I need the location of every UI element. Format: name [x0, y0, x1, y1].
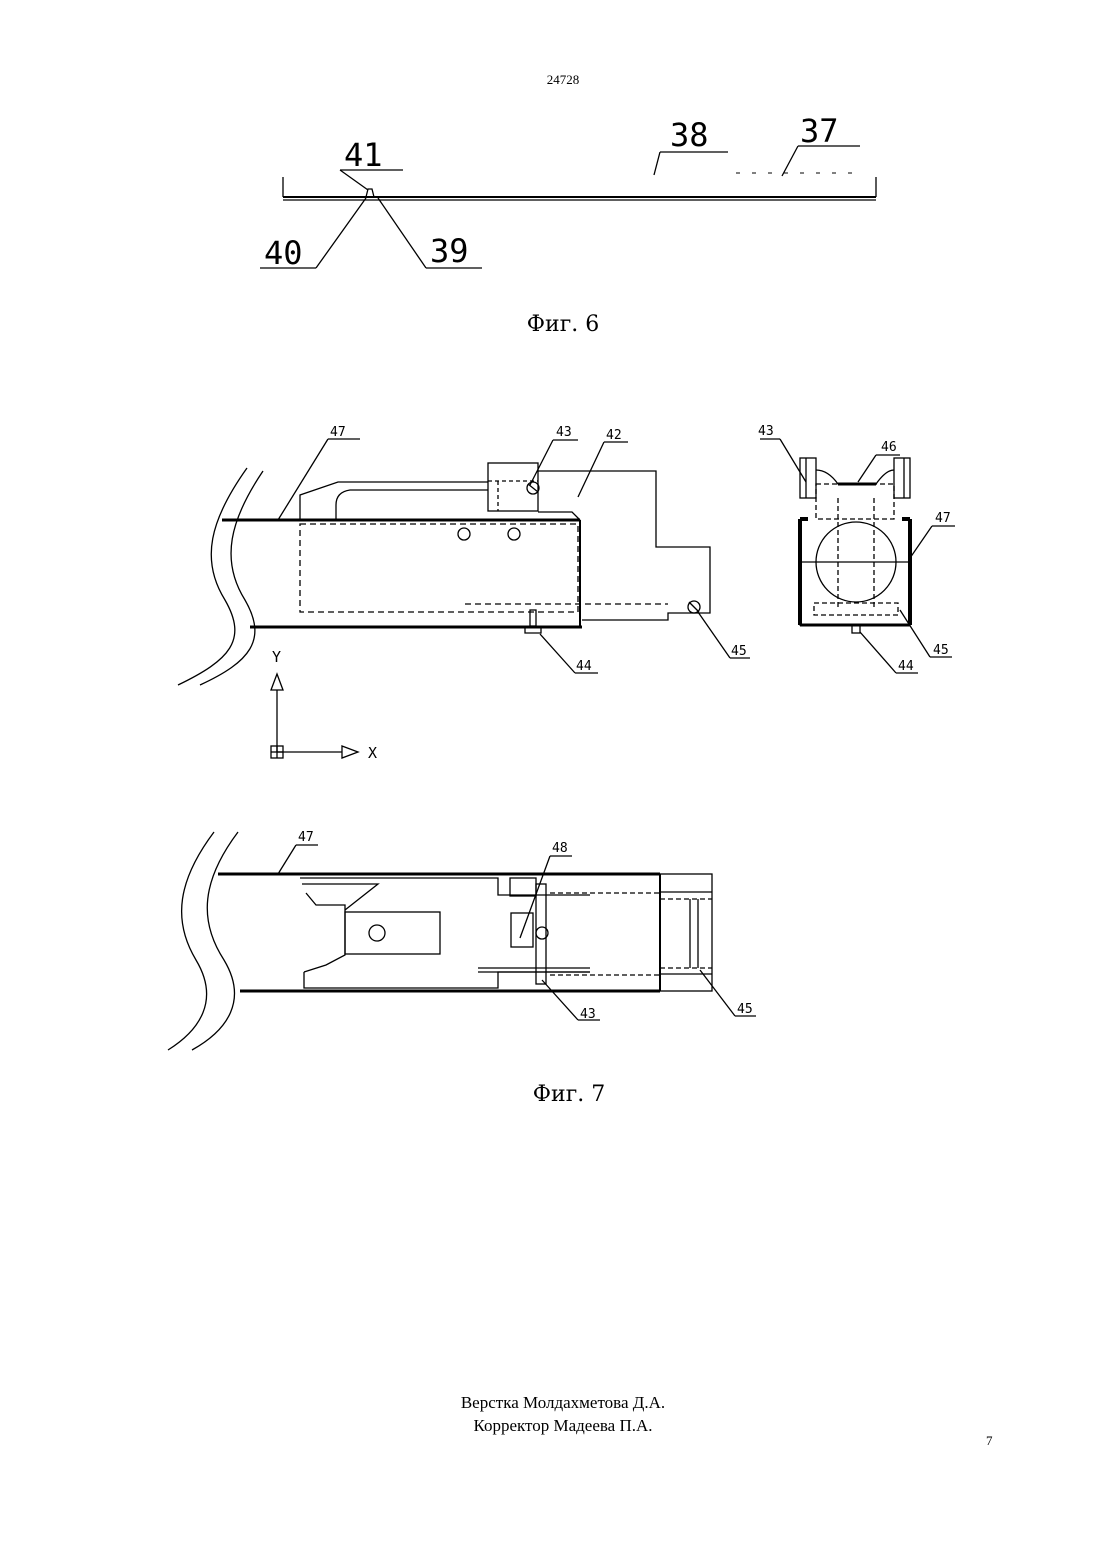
fig7-bottom-label-43: 43 — [580, 1007, 596, 1022]
fig6-caption: Фиг. 6 — [0, 312, 1100, 337]
fig6-label-39: 39 — [430, 232, 469, 270]
page-number: 7 — [986, 1433, 993, 1449]
layout-credit: Верстка Молдахметова Д.А. — [0, 1391, 1100, 1414]
fig7-bottom-drawing — [168, 832, 756, 1050]
fig7-bottom-label-48: 48 — [552, 841, 568, 856]
fig7-label-45: 45 — [731, 644, 747, 659]
fig6-label-37: 37 — [800, 112, 839, 150]
axis-label-x: X — [368, 744, 377, 762]
fig6-label-38: 38 — [670, 116, 709, 154]
fig6-label-40: 40 — [264, 234, 303, 272]
fig7-side-label-45: 45 — [933, 643, 949, 658]
fig7-label-43: 43 — [556, 425, 572, 440]
credits-block: Верстка Молдахметова Д.А. Корректор Маде… — [0, 1391, 1100, 1437]
fig7-side-drawing — [760, 439, 955, 673]
fig7-side-label-43: 43 — [758, 424, 774, 439]
fig7-caption: Фиг. 7 — [0, 1082, 1100, 1107]
fig7-side-label-44: 44 — [898, 659, 914, 674]
corrector-credit: Корректор Мадеева П.А. — [0, 1414, 1100, 1437]
fig6-label-41: 41 — [344, 136, 383, 174]
fig7-side-label-46: 46 — [881, 440, 897, 455]
fig7-label-47: 47 — [330, 425, 346, 440]
fig7-side-label-47: 47 — [935, 511, 951, 526]
fig7-bottom-label-45: 45 — [737, 1002, 753, 1017]
axis-label-y: Y — [272, 648, 281, 666]
fig7-bottom-label-47: 47 — [298, 830, 314, 845]
fig7-label-44: 44 — [576, 659, 592, 674]
fig7-top-drawing — [178, 439, 750, 758]
fig7-label-42: 42 — [606, 428, 622, 443]
